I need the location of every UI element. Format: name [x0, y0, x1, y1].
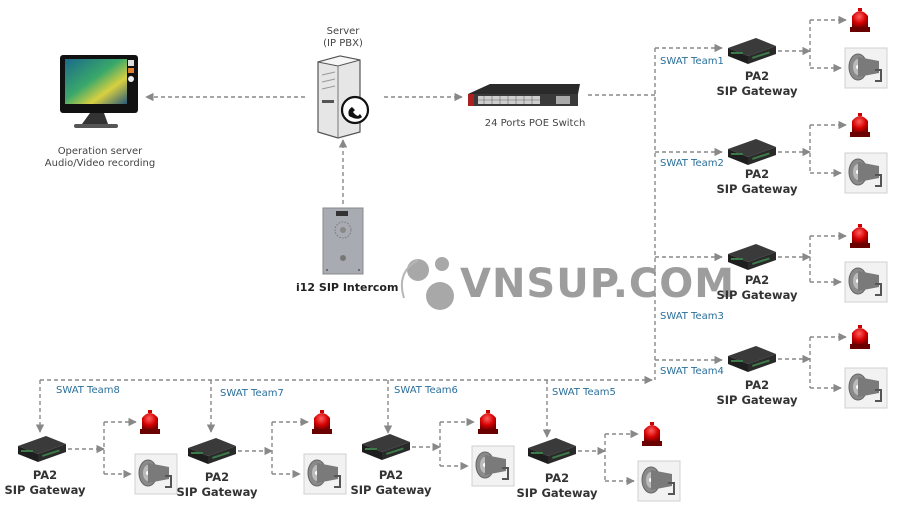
- horn-speaker-icon-7: [303, 453, 347, 495]
- horn-speaker-icon-5: [637, 460, 681, 502]
- gateway-model: PA2: [378, 468, 404, 482]
- team-label-6: SWAT Team6: [394, 385, 458, 396]
- watermark-logo: [400, 257, 454, 310]
- team-label-4: SWAT Team4: [660, 366, 724, 377]
- gateway-type: SIP Gateway: [350, 483, 432, 497]
- server-label: Server (IP PBX): [305, 26, 381, 50]
- intercom-label: i12 SIP Intercom: [296, 281, 399, 294]
- team-label-5: SWAT Team5: [552, 387, 616, 398]
- horn-speaker-icon-2: [844, 152, 888, 194]
- watermark: VNSUP.COM: [460, 261, 736, 307]
- gateway-model: PA2: [744, 378, 770, 392]
- horn-speaker-icon-1: [844, 47, 888, 89]
- horn-speaker-icon-4: [844, 367, 888, 409]
- gateway-type: SIP Gateway: [716, 84, 798, 98]
- server-line2: (IP PBX): [323, 38, 363, 49]
- gateway-type: SIP Gateway: [716, 182, 798, 196]
- horn-speaker-icon-8: [134, 453, 178, 495]
- switch-icon: [468, 84, 580, 106]
- beacon-icon-3: [850, 224, 870, 248]
- gateway-icon-4: [728, 346, 776, 372]
- gateway-lines-8: [68, 417, 137, 479]
- horn-speaker-icon-6: [471, 445, 515, 487]
- gateway-icon-1: [728, 38, 776, 64]
- gateway-model: PA2: [204, 470, 230, 484]
- gateway-lines-4: [778, 332, 847, 393]
- gateway-model: PA2: [32, 468, 58, 482]
- gateway-lines-2: [778, 120, 847, 178]
- beacon-icon-5: [642, 422, 662, 446]
- gateway-icon-7: [188, 438, 236, 464]
- gateway-model: PA2: [744, 167, 770, 181]
- team-label-8: SWAT Team8: [56, 385, 120, 396]
- beacon-icon-7: [312, 410, 332, 434]
- gateway-icon-5: [528, 438, 576, 464]
- gateway-type: SIP Gateway: [516, 486, 598, 500]
- gateway-model: PA2: [544, 471, 570, 485]
- team-label-2: SWAT Team2: [660, 158, 724, 169]
- operation-server-line2: Audio/Video recording: [44, 158, 156, 169]
- operation-server-label: Operation server Audio/Video recording: [40, 146, 160, 170]
- gateway-lines-3: [778, 231, 847, 287]
- monitor-icon: [60, 55, 138, 128]
- beacon-icon-2: [850, 113, 870, 137]
- gateway-type: SIP Gateway: [176, 485, 258, 499]
- switch-label: 24 Ports POE Switch: [484, 118, 586, 129]
- gateway-lines-1: [778, 15, 847, 73]
- gateway-model: PA2: [744, 273, 770, 287]
- intercom-icon: [322, 207, 364, 275]
- connection-lines: [35, 43, 723, 438]
- gateway-icon-2: [728, 139, 776, 165]
- team-label-1: SWAT Team1: [660, 56, 724, 67]
- server-icon: [317, 55, 370, 139]
- gateway-lines-6: [412, 417, 475, 471]
- gateway-model: PA2: [744, 69, 770, 83]
- gateway-type: SIP Gateway: [716, 393, 798, 407]
- beacon-icon-1: [850, 8, 870, 32]
- gateway-type: SIP Gateway: [4, 483, 86, 497]
- gateway-icon-3: [728, 244, 776, 270]
- gateway-lines-5: [578, 429, 639, 486]
- gateway-icon-8: [18, 436, 66, 462]
- server-line1: Server: [326, 26, 360, 37]
- beacon-icon-4: [850, 325, 870, 349]
- operation-server-line1: Operation server: [57, 146, 143, 157]
- beacon-icon-8: [140, 410, 160, 434]
- team-label-3: SWAT Team3: [660, 311, 724, 322]
- gateway-icon-6: [362, 434, 410, 460]
- team-label-7: SWAT Team7: [220, 388, 284, 399]
- horn-speaker-icon-3: [844, 261, 888, 303]
- gateway-lines-7: [238, 417, 309, 479]
- gateway-type: SIP Gateway: [716, 288, 798, 302]
- beacon-icon-6: [478, 410, 498, 434]
